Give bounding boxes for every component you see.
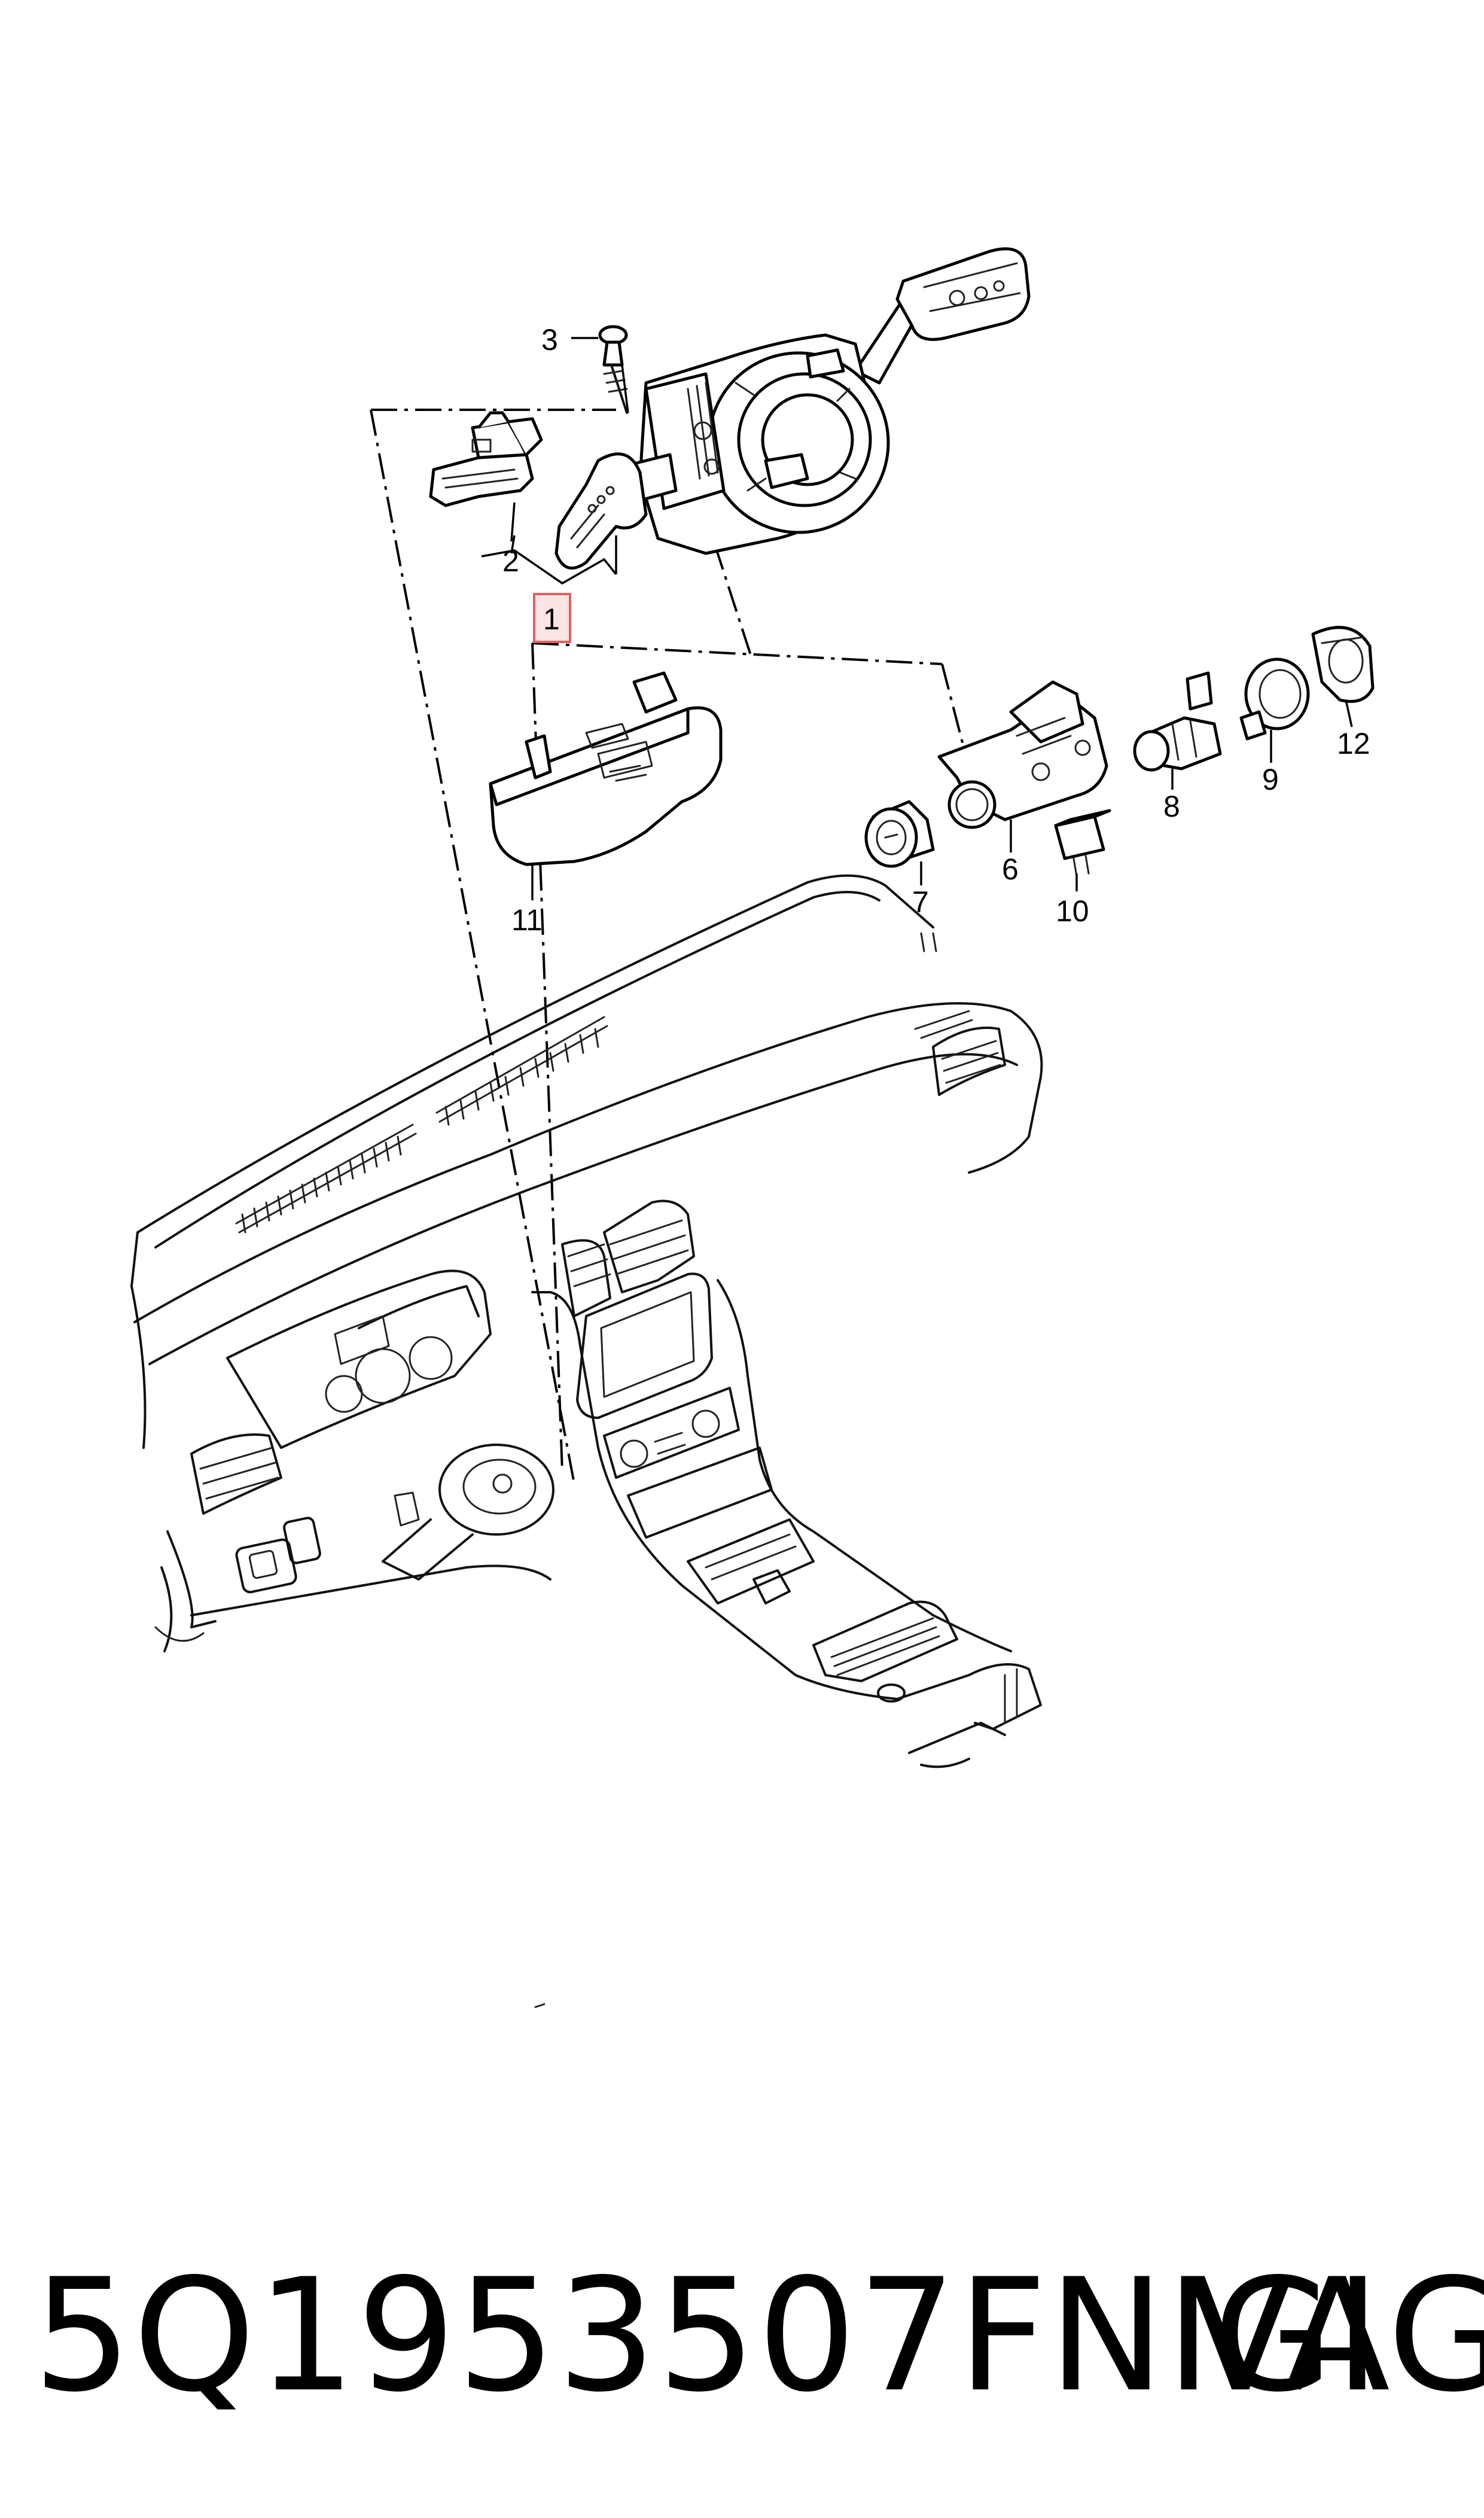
lock-cylinder-part-7	[864, 800, 935, 868]
callout-11: 11	[511, 903, 543, 937]
trim-ring-part-12	[1311, 626, 1375, 703]
dashboard-illustration	[130, 874, 1043, 1768]
callout-10: 10	[1056, 894, 1089, 928]
callout-2: 2	[502, 544, 519, 578]
ignition-lock-part-6	[937, 680, 1108, 829]
callout-12: 12	[1337, 727, 1370, 760]
part-number-label: 5Q1953507FNIGI	[33, 2246, 1382, 2426]
callout-labels: 1 2 3 6 7 8 9 10 11 12	[502, 323, 1370, 937]
callout-8: 8	[1163, 790, 1180, 823]
connector-part-8	[1133, 671, 1222, 772]
callout-6: 6	[1002, 852, 1019, 886]
control-unit-part-2	[429, 411, 543, 507]
callout-1-highlight	[533, 593, 571, 643]
leader-lines	[510, 337, 1353, 900]
housing-part-11	[489, 671, 723, 866]
callout-9: 9	[1262, 763, 1279, 796]
callout-1: 1	[543, 602, 560, 636]
stray-mark	[534, 2003, 546, 2008]
brand-label: VAG	[1187, 2246, 1484, 2426]
callout-7: 7	[912, 885, 929, 919]
steering-column-switch	[554, 247, 1031, 570]
callout-3: 3	[541, 323, 558, 357]
ring-part-9	[1239, 657, 1310, 741]
switch-part-10	[1054, 809, 1111, 878]
screw-part	[598, 325, 628, 414]
callout-bracket	[481, 535, 617, 585]
